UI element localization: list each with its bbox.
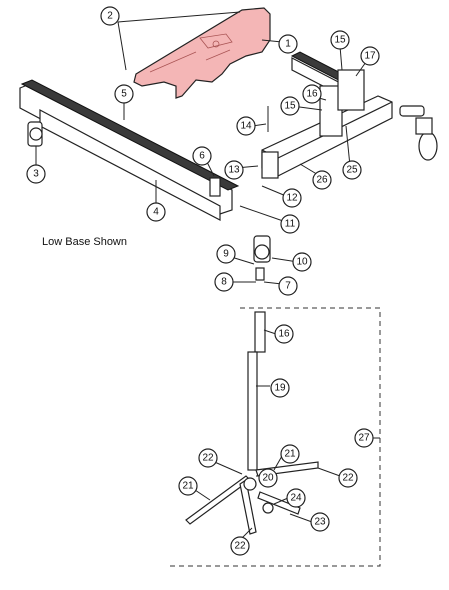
callout-25: 25: [342, 160, 362, 180]
svg-text:14: 14: [240, 121, 252, 132]
svg-text:1: 1: [285, 39, 291, 50]
left-caster: [27, 121, 43, 147]
svg-text:12: 12: [286, 193, 298, 204]
callout-24: 24: [286, 488, 306, 508]
long-rail: [19, 79, 240, 221]
svg-text:24: 24: [290, 493, 302, 504]
callout-26: 26: [312, 170, 332, 190]
callout-19: 19: [270, 378, 290, 398]
svg-text:20: 20: [262, 473, 274, 484]
callout-16c: 16: [274, 324, 294, 344]
svg-text:9: 9: [223, 249, 229, 260]
diagram-caption: Low Base Shown: [42, 236, 127, 248]
svg-text:8: 8: [221, 277, 227, 288]
svg-text:6: 6: [199, 151, 205, 162]
pole: [247, 311, 266, 471]
callout-20: 20: [258, 468, 278, 488]
right-caster: [399, 105, 438, 161]
svg-text:16: 16: [278, 329, 290, 340]
callout-8: 8: [214, 272, 234, 292]
callout-1: 1: [278, 34, 298, 54]
svg-text:23: 23: [314, 517, 326, 528]
callout-22a: 22: [198, 448, 218, 468]
svg-text:11: 11: [285, 219, 296, 230]
callout-5: 5: [114, 84, 134, 104]
callout-21a: 21: [280, 444, 300, 464]
svg-text:17: 17: [364, 51, 376, 62]
center-caster: [253, 235, 271, 281]
callout-15: 15: [280, 96, 300, 116]
svg-text:21: 21: [284, 449, 296, 460]
callout-13: 13: [224, 160, 244, 180]
svg-text:21: 21: [182, 481, 194, 492]
upright-bracket: [261, 69, 365, 179]
callout-2a: 2: [100, 6, 120, 26]
callout-17: 17: [360, 46, 380, 66]
svg-text:25: 25: [346, 165, 358, 176]
svg-text:7: 7: [285, 281, 291, 292]
highlighted-top-plate: [133, 7, 271, 99]
callout-16b: 16: [302, 84, 322, 104]
svg-text:22: 22: [202, 453, 214, 464]
svg-text:27: 27: [358, 433, 370, 444]
callout-4: 4: [146, 202, 166, 222]
callout-3: 3: [26, 164, 46, 184]
svg-text:19: 19: [274, 383, 286, 394]
svg-text:15: 15: [284, 101, 296, 112]
svg-text:3: 3: [33, 169, 39, 180]
svg-text:4: 4: [153, 207, 159, 218]
callout-12: 12: [282, 188, 302, 208]
svg-text:26: 26: [316, 175, 328, 186]
svg-text:13: 13: [228, 165, 240, 176]
svg-text:16: 16: [306, 89, 318, 100]
callout-14: 14: [236, 116, 256, 136]
callout-22c: 22: [230, 536, 250, 556]
svg-text:2: 2: [107, 11, 113, 22]
callout-6: 6: [192, 146, 212, 166]
callout-group: 2 1 15 17 5 16 15 14 6 13 25 26 3 12 4 1…: [26, 6, 380, 556]
svg-text:22: 22: [234, 541, 246, 552]
callout-22b: 22: [338, 468, 358, 488]
callout-7: 7: [278, 276, 298, 296]
callout-10: 10: [292, 252, 312, 272]
callout-21b: 21: [178, 476, 198, 496]
callout-23: 23: [310, 512, 330, 532]
callout-27: 27: [354, 428, 374, 448]
callout-11: 11: [280, 214, 300, 234]
dashed-assembly-bracket: [168, 307, 381, 567]
callout-9: 9: [216, 244, 236, 264]
callout-16a: 15: [330, 30, 350, 50]
tripod-legs: [185, 461, 319, 535]
svg-text:10: 10: [296, 257, 308, 268]
svg-text:5: 5: [121, 89, 127, 100]
svg-text:15: 15: [334, 35, 346, 46]
svg-text:22: 22: [342, 473, 354, 484]
